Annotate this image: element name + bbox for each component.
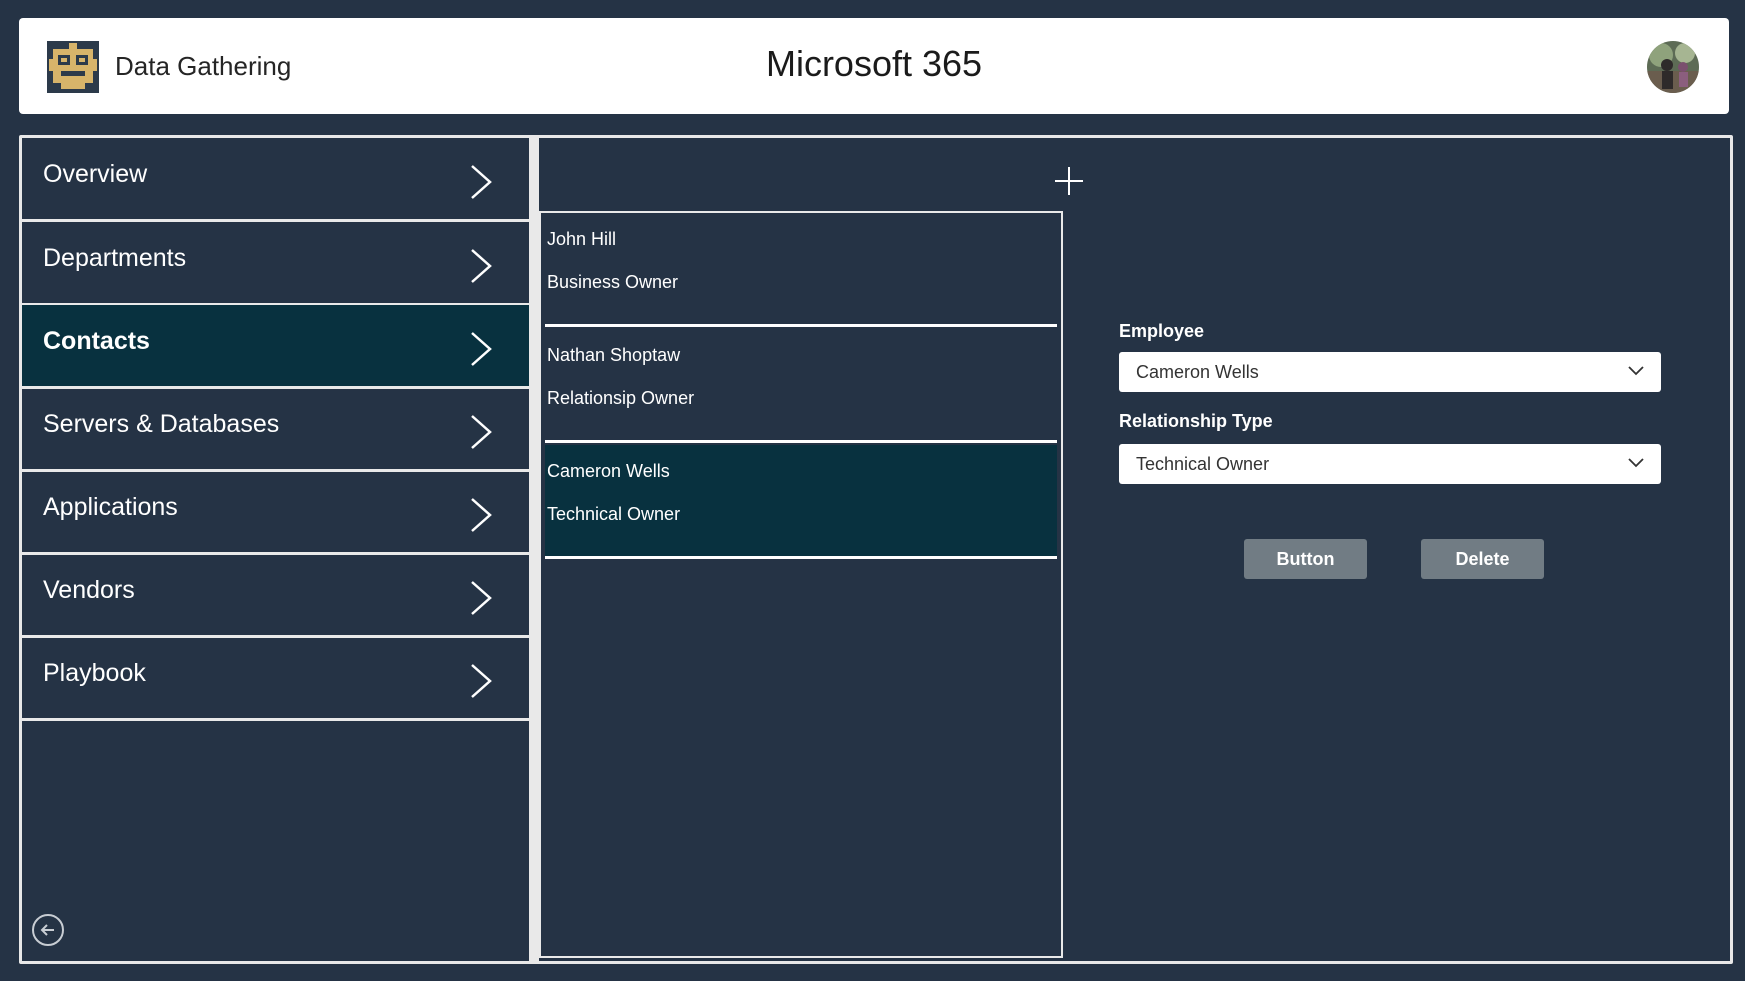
contacts-area: John Hill Business Owner Nathan Shoptaw … <box>539 138 1730 961</box>
sidebar-item-overview[interactable]: Overview <box>22 138 529 222</box>
sidebar-item-label: Overview <box>43 160 148 188</box>
employee-value: Cameron Wells <box>1136 362 1259 382</box>
chevron-right-icon <box>471 415 492 449</box>
plus-icon[interactable] <box>1052 164 1086 198</box>
sidebar-item-label: Servers & Databases <box>43 410 280 438</box>
chevron-right-icon <box>471 332 492 366</box>
sidebar-item-label: Departments <box>43 244 187 272</box>
page-title: Microsoft 365 <box>765 43 983 84</box>
contact-role: Relationsip Owner <box>547 388 695 408</box>
user-avatar-icon[interactable] <box>1647 41 1699 93</box>
list-item[interactable]: Cameron Wells Technical Owner <box>545 445 1057 559</box>
chevron-right-icon <box>471 581 492 615</box>
sidebar-item-label: Contacts <box>43 327 150 355</box>
contact-name: Cameron Wells <box>547 461 670 481</box>
chevron-right-icon <box>471 249 492 283</box>
sidebar-nav: Overview Departments Contacts Servers & … <box>22 138 539 961</box>
main-panel: Overview Departments Contacts Servers & … <box>19 135 1733 964</box>
relationship-type-value: Technical Owner <box>1136 454 1270 474</box>
relationship-type-dropdown[interactable]: Technical Owner <box>1119 444 1661 484</box>
chevron-right-icon <box>471 498 492 532</box>
contact-role: Business Owner <box>547 272 679 292</box>
list-item[interactable]: Nathan Shoptaw Relationsip Owner <box>545 329 1057 443</box>
contact-name: John Hill <box>547 229 617 249</box>
relationship-type-label: Relationship Type <box>1119 411 1273 431</box>
delete-button[interactable]: Delete <box>1421 539 1544 579</box>
sidebar-item-label: Playbook <box>43 659 146 687</box>
sidebar-item-contacts[interactable]: Contacts <box>22 305 529 389</box>
sidebar-item-label: Vendors <box>43 576 135 604</box>
chevron-right-icon <box>471 165 492 199</box>
app-name: Data Gathering <box>115 51 292 81</box>
sidebar-item-departments[interactable]: Departments <box>22 222 529 306</box>
arrow-left-circle-icon <box>40 924 54 936</box>
employee-dropdown[interactable]: Cameron Wells <box>1119 352 1661 392</box>
robot-logo-icon <box>47 41 99 93</box>
chevron-down-icon <box>1628 458 1644 468</box>
employee-label: Employee <box>1119 321 1205 341</box>
contacts-gallery: John Hill Business Owner Nathan Shoptaw … <box>539 211 1063 958</box>
chevron-right-icon <box>471 664 492 698</box>
sidebar-item-applications[interactable]: Applications <box>22 471 529 555</box>
contact-role: Technical Owner <box>547 504 681 524</box>
list-item[interactable]: John Hill Business Owner <box>545 213 1057 327</box>
sidebar-item-playbook[interactable]: Playbook <box>22 637 529 721</box>
sidebar-item-vendors[interactable]: Vendors <box>22 554 529 638</box>
submit-button[interactable]: Button <box>1244 539 1367 579</box>
contact-name: Nathan Shoptaw <box>547 345 681 365</box>
app-header: Data Gathering Microsoft 365 <box>19 18 1729 114</box>
back-button[interactable] <box>32 914 64 946</box>
chevron-down-icon <box>1628 366 1644 376</box>
sidebar-item-label: Applications <box>43 493 178 521</box>
sidebar-item-servers-databases[interactable]: Servers & Databases <box>22 388 529 472</box>
